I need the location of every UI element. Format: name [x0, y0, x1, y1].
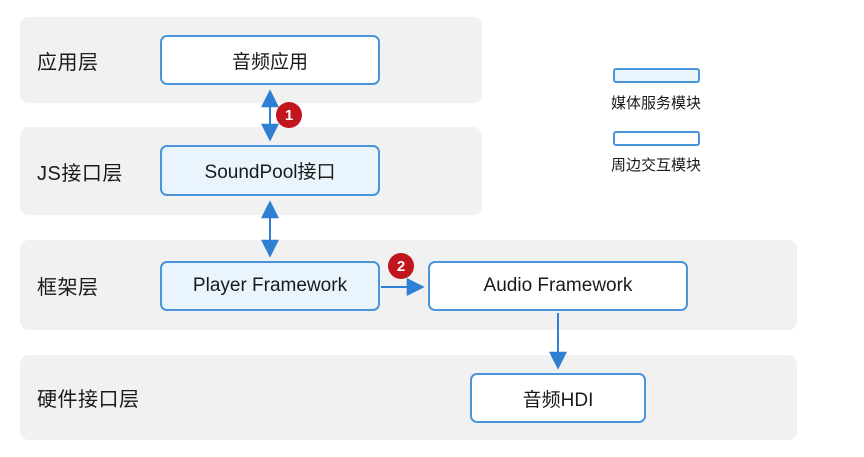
layer-label-js-interface: JS接口层: [37, 162, 123, 185]
legend-swatch-media-service: [613, 68, 700, 83]
node-audio-hdi: 音频HDI: [470, 373, 646, 423]
node-audio-framework: Audio Framework: [428, 261, 688, 311]
step-badge-1: 1: [276, 102, 302, 128]
layer-label-hardware-interface: 硬件接口层: [37, 389, 140, 411]
layer-label-application: 应用层: [37, 51, 99, 74]
node-soundpool-api: SoundPool接口: [160, 145, 380, 196]
legend-swatch-peripheral: [613, 131, 700, 146]
layer-band-hardware-interface: 硬件接口层: [20, 355, 797, 440]
step-badge-2: 2: [388, 253, 414, 279]
legend-label-peripheral: 周边交互模块: [611, 157, 702, 174]
layer-label-framework: 框架层: [37, 276, 99, 299]
legend-label-media-service: 媒体服务模块: [611, 95, 702, 112]
node-player-framework: Player Framework: [160, 261, 380, 311]
node-audio-app: 音频应用: [160, 35, 380, 85]
